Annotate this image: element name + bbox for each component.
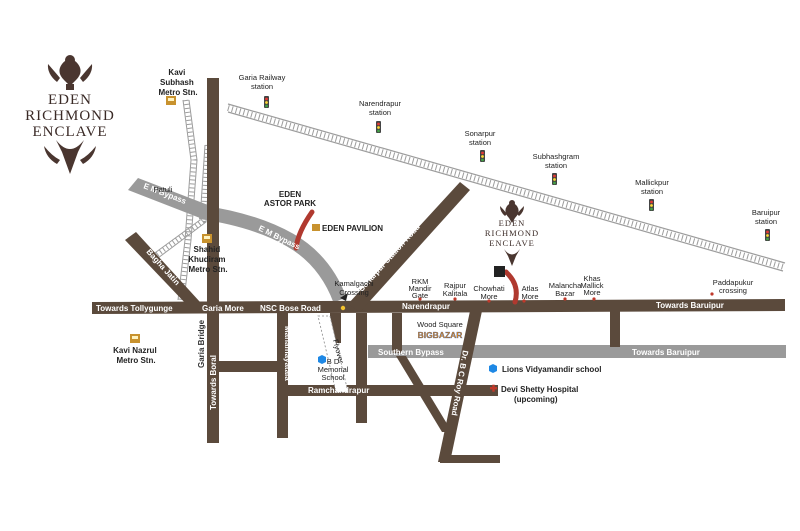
station-icon xyxy=(552,173,557,185)
label-garia-more: Garia More xyxy=(202,304,244,313)
hospital-icon xyxy=(490,384,497,392)
lions-school-label: Lions Vidyamandir school xyxy=(502,365,601,374)
em-bypass xyxy=(128,178,347,303)
metro-icon xyxy=(130,334,140,343)
project-marker xyxy=(494,266,505,277)
shahid-khudiram-label: Shahid Khudiram Metro Stn. xyxy=(188,245,228,274)
station-icon xyxy=(765,229,770,241)
label-southern-bypass: Southern Bypass xyxy=(378,348,444,357)
eden-pavilion-label: EDEN PAVILION xyxy=(322,224,383,233)
crest-icon xyxy=(500,200,524,223)
label-garia-bridge: Garia Bridge xyxy=(197,319,206,368)
location-arrow-icon xyxy=(340,293,348,301)
crest-icon xyxy=(47,55,93,90)
label-bagha-jatin: Bagha Jatin xyxy=(145,247,182,287)
label-towards-boral: Towards Boral xyxy=(209,355,218,410)
label-narendrapur-road: Narendrapur xyxy=(402,302,450,311)
railway-main xyxy=(227,103,786,272)
school-icon xyxy=(318,355,326,364)
enclave-access xyxy=(503,269,519,305)
devi-shetty-label: Devi Shetty Hospital(upcoming) xyxy=(501,385,578,404)
kavi-nazrul-label: Kavi Nazrul Metro Stn. xyxy=(113,346,159,365)
roads xyxy=(92,78,785,463)
metro-icon xyxy=(202,234,212,243)
school-icon xyxy=(489,364,497,373)
label-patuli: Patuli xyxy=(154,185,173,194)
label-towards-tollygunge: Towards Tollygunge xyxy=(96,304,173,313)
wood-square-label: Wood Square xyxy=(417,320,463,329)
bigbazar-logo: BIGBAZAR xyxy=(418,330,463,340)
station-icon xyxy=(264,96,269,108)
label-dr-bc-roy-road: Dr. B C Roy Road xyxy=(450,350,470,417)
location-dots xyxy=(418,292,714,303)
junction-dot xyxy=(340,305,346,311)
station-icon xyxy=(376,121,381,133)
metro-icon xyxy=(166,96,176,105)
label-towards-baruipur-top: Towards Baruipur xyxy=(656,301,724,310)
kavi-subhash-label: Kavi Subhash Metro Stn. xyxy=(158,68,197,97)
station-icon xyxy=(480,150,485,162)
station-icon xyxy=(649,199,654,211)
astor-park-access xyxy=(293,209,315,251)
label-towards-baruipur-bottom: Towards Baruipur xyxy=(632,348,700,357)
label-ramchandrapur: Ramchandrapur xyxy=(308,386,369,395)
label-nsc-bose-road: NSC Bose Road xyxy=(260,304,321,313)
label-mahamayatala: Mahamayatala xyxy=(283,326,292,381)
building-icon xyxy=(312,224,320,231)
flyover: Flyover xyxy=(317,315,349,393)
